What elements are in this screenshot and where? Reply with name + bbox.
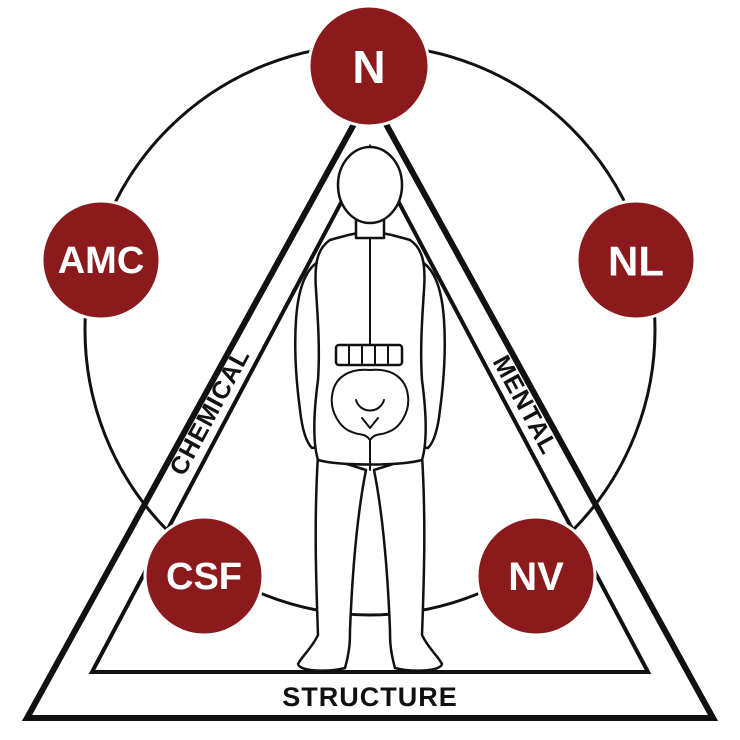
outer-triangle [21,88,719,721]
node-amc: AMC [40,199,162,321]
node-n-label: N [352,41,385,93]
node-csf-label: CSF [166,556,242,598]
node-amc-label: AMC [58,240,145,282]
side-label-chemical: CHEMICAL [164,344,255,480]
node-nl-label: NL [608,238,664,285]
side-label-structure: STRUCTURE [282,682,458,712]
node-n: N [307,4,431,128]
inner-triangle [88,143,652,674]
node-csf: CSF [143,515,265,637]
node-nl: NL [575,199,697,321]
human-figure [293,145,447,672]
node-nv: NV [475,515,597,637]
node-nv-label: NV [508,555,564,599]
